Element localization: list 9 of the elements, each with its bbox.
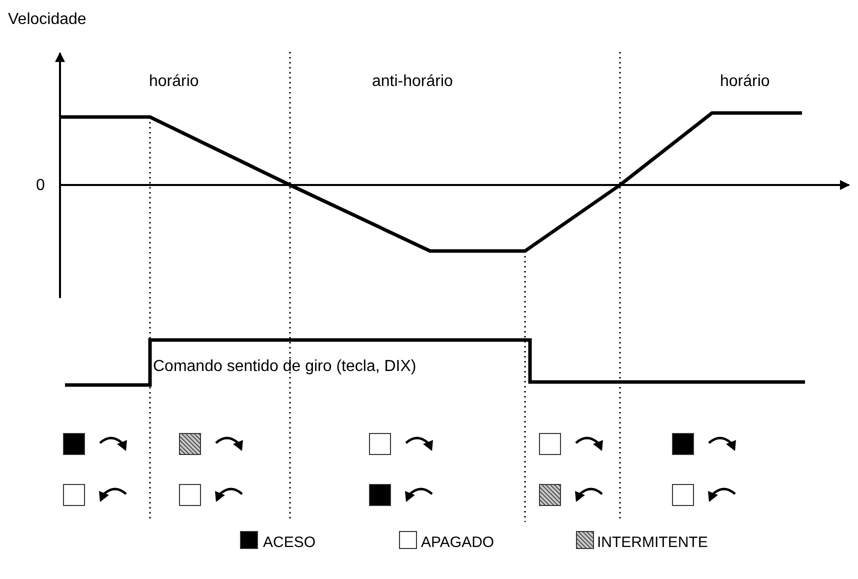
axis-label: 0 — [36, 178, 45, 194]
legend-label: ACESO — [263, 535, 316, 550]
region-label: anti-horário — [372, 74, 453, 90]
axis-label: Velocidade — [8, 12, 86, 28]
signal-label: Comando sentido de giro (tecla, DIX) — [153, 359, 416, 375]
region-label: horário — [720, 74, 770, 90]
legend-label: INTERMITENTE — [597, 535, 708, 550]
legend-label: APAGADO — [421, 535, 494, 550]
region-label: horário — [149, 74, 199, 90]
